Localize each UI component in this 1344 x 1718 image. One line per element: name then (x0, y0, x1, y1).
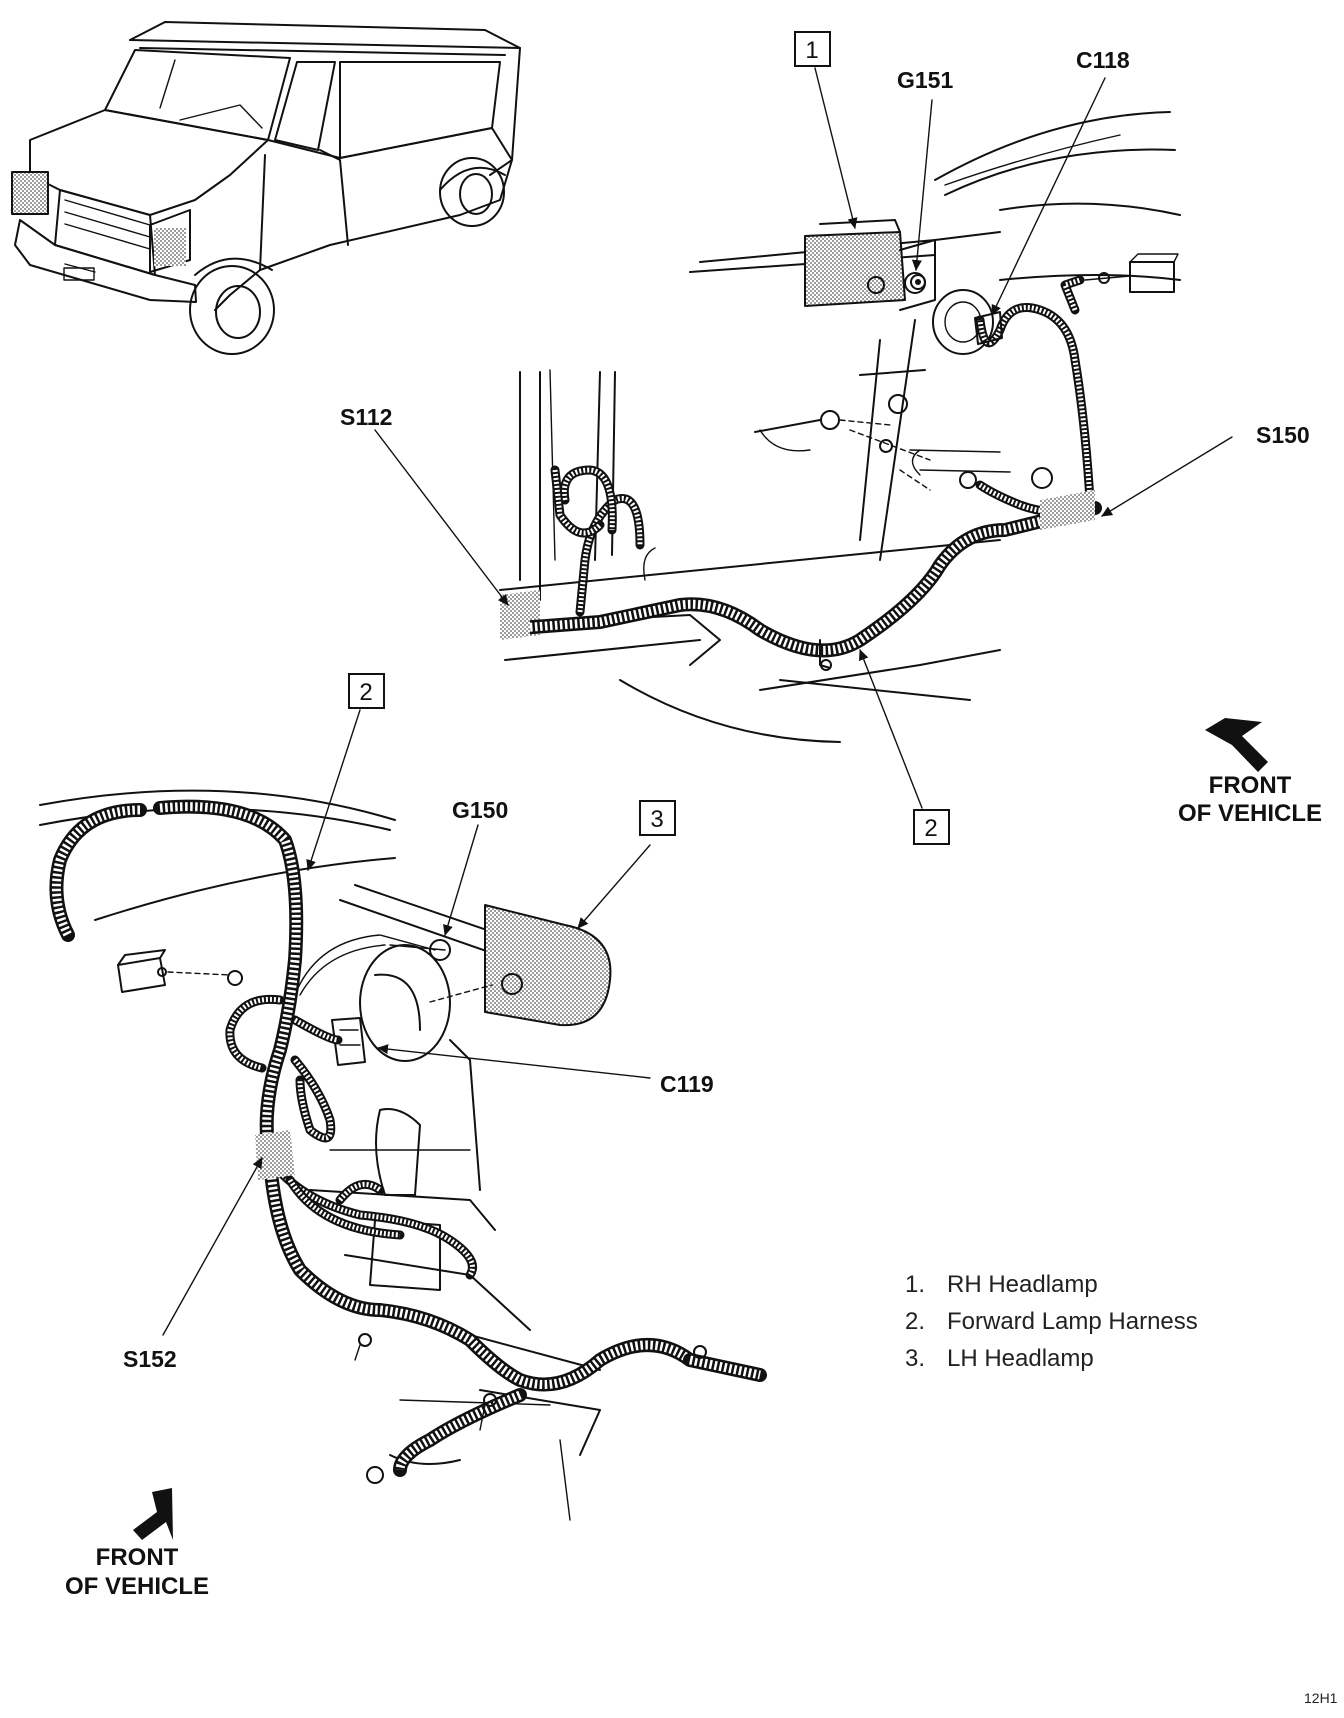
label-c118: C118 (1076, 47, 1130, 73)
callout-box-1 (794, 31, 831, 67)
component-legend: 1.RH Headlamp 2.Forward Lamp Harness 3.L… (905, 1266, 1198, 1377)
lh-headlamp-assembly (39, 789, 612, 1521)
label-c119: C119 (660, 1071, 714, 1097)
label-s150: S150 (1256, 422, 1310, 448)
legend-item: 2.Forward Lamp Harness (905, 1308, 1198, 1335)
rh-headlamp-assembly (689, 111, 1181, 561)
label-g151: G151 (897, 67, 953, 93)
front-of-vehicle-upper-line1: FRONT (1209, 772, 1292, 799)
callout-box-2-top-label: 2 (359, 679, 372, 706)
frame-rails-upper (499, 369, 1001, 743)
callout-box-3 (639, 800, 676, 836)
callout-box-1-label: 1 (805, 37, 818, 64)
front-arrow-icon (133, 1488, 173, 1540)
callout-box-2-top (348, 673, 385, 709)
label-s112: S112 (340, 404, 392, 430)
legend-item: 3.LH Headlamp (905, 1345, 1094, 1372)
figure-code: 12H1 (1304, 1690, 1338, 1706)
callout-box-3-label: 3 (650, 806, 663, 833)
label-g150: G150 (452, 797, 508, 823)
front-of-vehicle-lower-line1: FRONT (96, 1544, 179, 1571)
front-of-vehicle-upper-line2: OF VEHICLE (1178, 800, 1322, 827)
callout-box-2-bottom (913, 809, 950, 845)
leader-lines (162, 67, 1233, 1336)
front-of-vehicle-lower-line2: OF VEHICLE (65, 1573, 209, 1600)
label-s152: S152 (123, 1346, 177, 1372)
forward-lamp-harness-lower (49, 803, 147, 942)
callout-box-2-bottom-label: 2 (924, 815, 937, 842)
front-arrow-icon (1205, 718, 1268, 772)
van-outline-icon (11, 21, 521, 355)
legend-item: 1.RH Headlamp (905, 1271, 1098, 1298)
